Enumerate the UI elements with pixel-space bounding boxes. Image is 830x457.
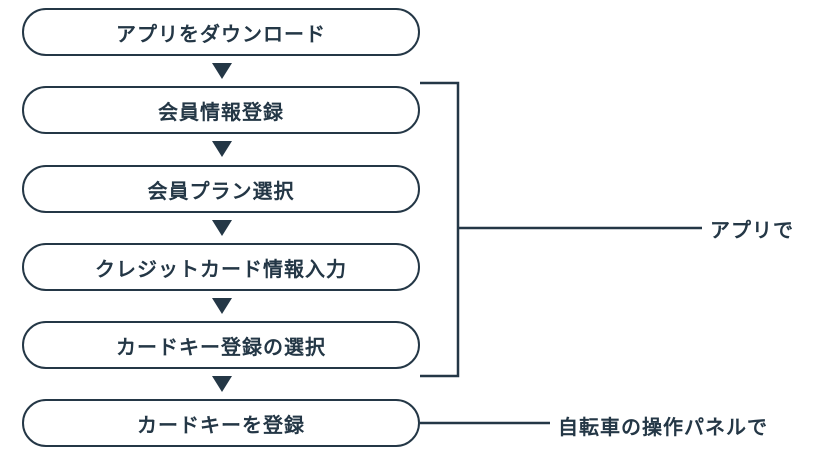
step-label: 会員情報登録	[158, 99, 284, 124]
down-arrow-icon	[212, 141, 232, 157]
down-arrow-icon	[212, 220, 232, 236]
step-label: カードキー登録の選択	[116, 334, 326, 359]
step-download-app: アプリをダウンロード	[22, 8, 420, 56]
step-member-info-registration: 会員情報登録	[22, 86, 420, 134]
step-credit-card-input: クレジットカード情報入力	[22, 243, 420, 291]
down-arrow-icon	[212, 298, 232, 314]
step-label: カードキーを登録	[137, 412, 305, 437]
step-member-plan-selection: 会員プラン選択	[22, 165, 420, 213]
step-label: アプリをダウンロード	[116, 21, 326, 46]
step-label: クレジットカード情報入力	[95, 256, 347, 281]
app-steps-bracket	[420, 81, 460, 378]
step-label: 会員プラン選択	[147, 178, 295, 203]
panel-group-label: 自転車の操作パネルで	[558, 415, 768, 439]
step-card-key-selection: カードキー登録の選択	[22, 321, 420, 369]
app-group-label: アプリで	[710, 218, 794, 242]
down-arrow-icon	[212, 63, 232, 79]
down-arrow-icon	[212, 376, 232, 392]
step-card-key-registration: カードキーを登録	[22, 399, 420, 447]
